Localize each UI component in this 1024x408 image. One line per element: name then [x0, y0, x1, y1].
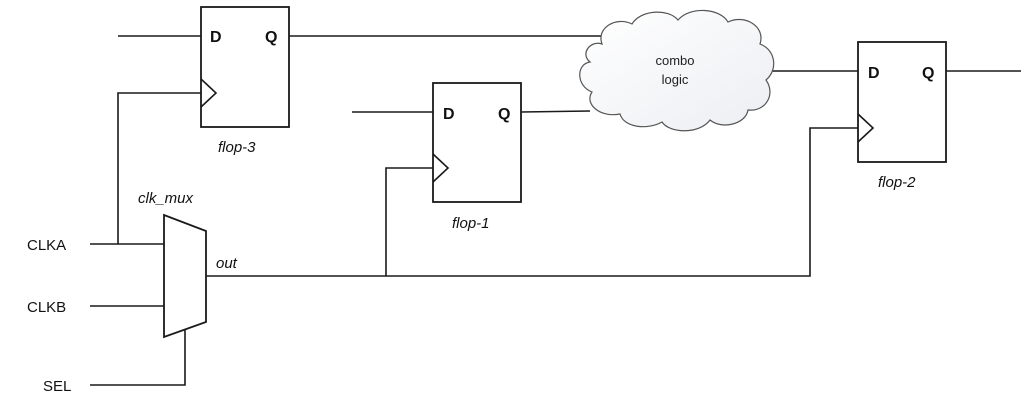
sel-wire	[90, 329, 186, 386]
cloud-label-line-2: logic	[662, 72, 689, 87]
flop-2: D Q flop-2	[857, 41, 947, 191]
mux-out-to-flop-2-clock-wire	[206, 127, 858, 277]
sel-label: SEL	[43, 378, 71, 395]
flop-3-d-pin: D	[210, 29, 222, 46]
flop-1: D Q flop-1	[432, 82, 522, 232]
flop-1-d-pin: D	[443, 106, 455, 123]
flop-1-clock-triangle-icon	[432, 153, 450, 183]
flop-3-q-pin: Q	[265, 29, 277, 46]
flop-1-q-pin: Q	[498, 106, 510, 123]
flop-3-label: flop-3	[218, 139, 256, 156]
mux-out-to-flop-1-clock-wire	[385, 167, 433, 276]
clka-to-flop-3-clock-wire	[117, 92, 201, 244]
clk-mux: clk_mux out	[138, 190, 238, 339]
flop-3-body	[200, 6, 290, 128]
cloud-shape-icon	[579, 9, 775, 132]
clk-mux-body	[163, 213, 207, 339]
flop-1-q-to-cloud-wire	[520, 110, 591, 113]
flop-3-clock-triangle-icon	[200, 78, 218, 108]
flop-2-q-pin: Q	[922, 65, 934, 82]
combo-logic-cloud: combo logic	[579, 9, 775, 132]
clk-mux-label: clk_mux	[138, 190, 194, 207]
clka-label: CLKA	[27, 237, 66, 254]
flop-1-body	[432, 82, 522, 203]
flop-2-label: flop-2	[878, 174, 916, 191]
flop-3: D Q flop-3	[200, 6, 290, 156]
clkb-label: CLKB	[27, 299, 66, 316]
flop-2-clock-triangle-icon	[857, 113, 875, 143]
flop-2-body	[857, 41, 947, 163]
clk-mux-out-label: out	[216, 255, 238, 272]
cloud-label-line-1: combo	[655, 53, 694, 68]
flop-1-label: flop-1	[452, 215, 490, 232]
flop-2-d-pin: D	[868, 65, 880, 82]
